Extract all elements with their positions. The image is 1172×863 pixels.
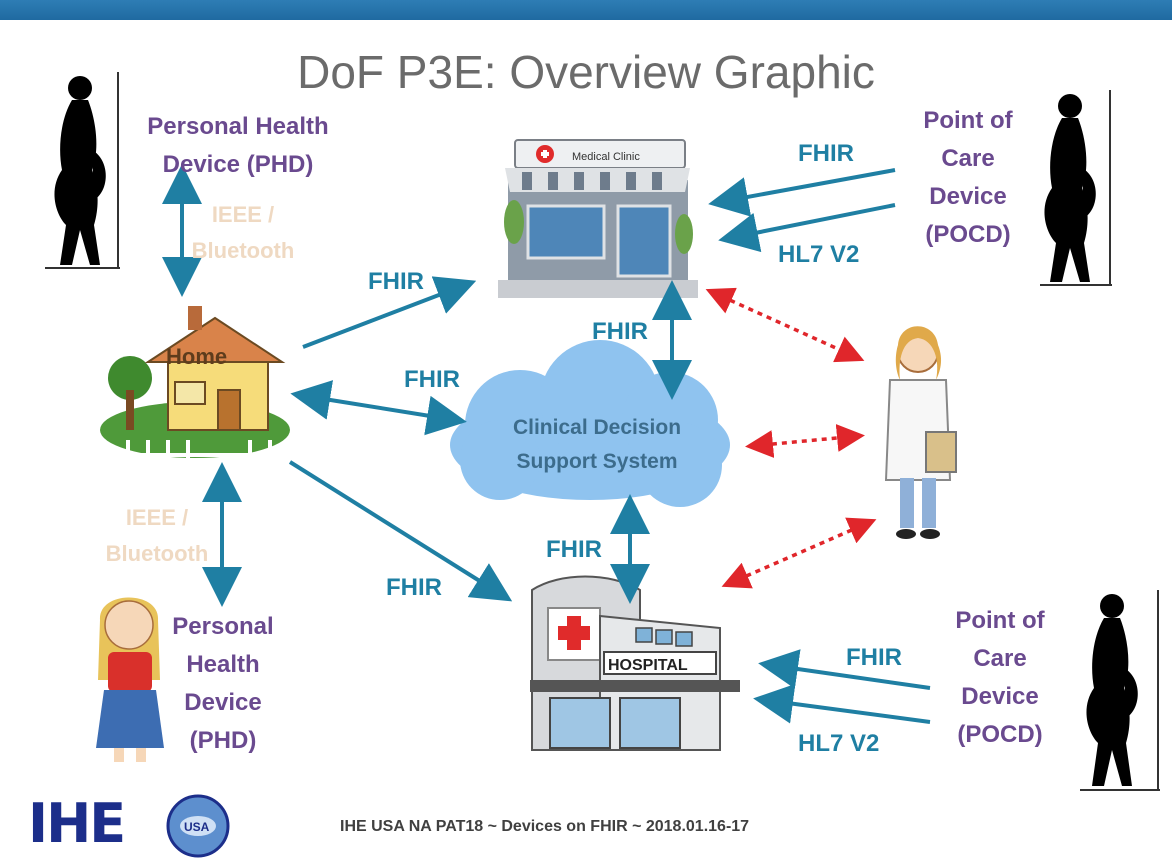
label-fhir-hospital-pocd: FHIR xyxy=(846,644,902,671)
phd-top-line1: Personal Health xyxy=(147,113,329,140)
pregnant-woman-silhouette-top-right xyxy=(1040,90,1112,286)
girl-figure xyxy=(96,597,164,762)
phd-bottom-line3: Device xyxy=(184,689,262,716)
label-hl7-hospital-pocd: HL7 V2 xyxy=(798,730,880,757)
label-fhir-home-hospital: FHIR xyxy=(386,574,442,601)
phd-bottom-line1: Personal xyxy=(172,613,274,640)
cloud-line1: Clinical Decision xyxy=(512,416,682,439)
dotted-arrow-clinic-doctor xyxy=(705,287,865,363)
phd-bottom-label: Personal Health Device (PHD) xyxy=(150,608,296,760)
pocd-bottom-line2: Care xyxy=(973,645,1027,672)
label-fhir-home-clinic: FHIR xyxy=(368,268,424,295)
ieee-bottom-line1: IEEE / xyxy=(125,505,189,530)
page-title: DoF P3E: Overview Graphic xyxy=(297,46,875,98)
label-fhir-cloud-hospital: FHIR xyxy=(546,536,602,563)
arrow-pocd-hospital-fhir xyxy=(758,649,931,690)
hospital-building xyxy=(530,575,740,751)
ihe-logo-text: IHE xyxy=(28,792,126,855)
label-fhir-home-cloud: FHIR xyxy=(404,366,460,393)
home-house xyxy=(100,306,290,465)
ieee-bottom-line2: Bluetooth xyxy=(105,541,209,566)
phd-top-label: Personal Health Device (PHD) xyxy=(118,108,358,184)
pregnant-woman-silhouette-top-left xyxy=(45,72,120,269)
arrow-home-cloud xyxy=(290,380,467,436)
top-bar xyxy=(0,0,1172,20)
hospital-sign: HOSPITAL xyxy=(608,657,688,674)
cloud-line2: Support System xyxy=(516,450,678,473)
pocd-bottom-line3: Device xyxy=(961,683,1039,710)
medical-clinic-building xyxy=(498,139,698,298)
arrow-pocd-clinic-hl7 xyxy=(718,203,896,253)
clinic-sign: Medical Clinic xyxy=(572,151,640,163)
arrow-pocd-hospital-hl7 xyxy=(753,683,931,724)
arrow-pocd-clinic-fhir xyxy=(708,168,896,217)
arrow-home-hospital xyxy=(288,460,513,602)
ieee-top-line2: Bluetooth xyxy=(191,238,295,263)
doctor-figure xyxy=(884,326,957,539)
label-fhir-clinic-cloud: FHIR xyxy=(592,318,648,345)
phd-top-line2: Device (PHD) xyxy=(162,151,314,178)
label-hl7-clinic-pocd: HL7 V2 xyxy=(778,241,860,268)
pocd-bottom-label: Point of Care Device (POCD) xyxy=(938,602,1062,754)
dotted-arrow-hospital-doctor xyxy=(721,517,877,589)
ihe-globe-logo xyxy=(166,794,230,858)
home-label: Home xyxy=(166,344,228,369)
pocd-top-line2: Care xyxy=(941,145,995,172)
pocd-bottom-line1: Point of xyxy=(955,607,1045,634)
logo-badge: USA xyxy=(184,820,210,834)
arrow-home-clinic xyxy=(302,276,477,349)
cloud-shape xyxy=(450,340,730,507)
cloud-label: Clinical Decision Support System xyxy=(482,411,712,479)
ieee-top-line1: IEEE / xyxy=(211,202,275,227)
footer-text: IHE USA NA PAT18 ~ Devices on FHIR ~ 201… xyxy=(340,818,750,835)
label-fhir-clinic-pocd: FHIR xyxy=(798,140,854,167)
pocd-bottom-line4: (POCD) xyxy=(957,721,1043,748)
pregnant-woman-silhouette-bottom-right xyxy=(1080,590,1160,791)
phd-bottom-line4: (PHD) xyxy=(189,727,257,754)
pocd-top-line1: Point of xyxy=(923,107,1013,134)
ieee-bottom-label: IEEE / Bluetooth xyxy=(92,500,222,572)
pocd-top-line3: Device xyxy=(929,183,1007,210)
dotted-arrow-cloud-doctor xyxy=(745,424,865,458)
ieee-top-label: IEEE / Bluetooth xyxy=(178,197,308,269)
pocd-top-line4: (POCD) xyxy=(925,221,1011,248)
phd-bottom-line2: Health xyxy=(186,651,260,678)
pocd-top-label: Point of Care Device (POCD) xyxy=(906,102,1030,254)
